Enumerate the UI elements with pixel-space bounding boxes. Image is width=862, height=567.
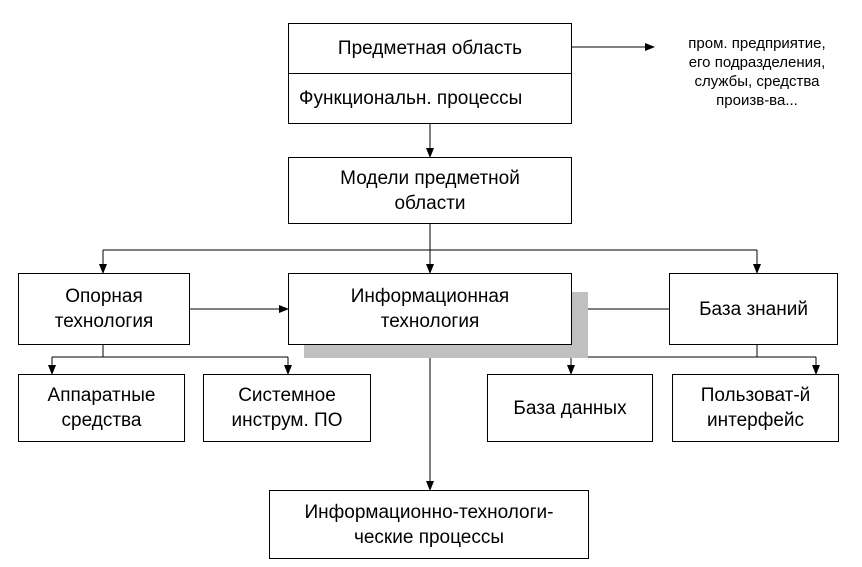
functional-processes-box: Функциональн. процессы [288,73,572,124]
user-interface-label: Пользоват-й интерфейс [700,385,811,431]
knowledge-base-box: База знаний [669,273,838,345]
it-processes-box: Информационно-технологи- ческие процессы [269,490,589,559]
subject-area-label: Предметная область [337,38,523,59]
info-technology-box: Информационная технология [288,273,572,345]
hardware-label: Аппаратные средства [47,385,156,431]
hardware-box: Аппаратные средства [18,374,185,442]
domain-models-label: Модели предметной области [340,167,520,214]
it-processes-label: Информационно-технологи- ческие процессы [304,501,554,548]
database-box: База данных [487,374,653,442]
user-interface-box: Пользоват-й интерфейс [672,374,839,442]
subject-area-box: Предметная область [288,23,572,74]
info-technology-label: Информационная технология [350,286,510,332]
knowledge-base-label: База знаний [699,298,808,320]
system-software-box: Системное инструм. ПО [203,374,371,442]
domain-models-box: Модели предметной области [288,157,572,224]
database-label: База данных [513,397,627,419]
base-technology-box: Опорная технология [18,273,190,345]
system-software-label: Системное инструм. ПО [231,385,343,431]
functional-processes-label: Функциональн. процессы [299,88,523,109]
subject-area-annotation: пром. предприятие, его подразделения, сл… [688,35,826,109]
base-technology-label: Опорная технология [54,286,154,332]
